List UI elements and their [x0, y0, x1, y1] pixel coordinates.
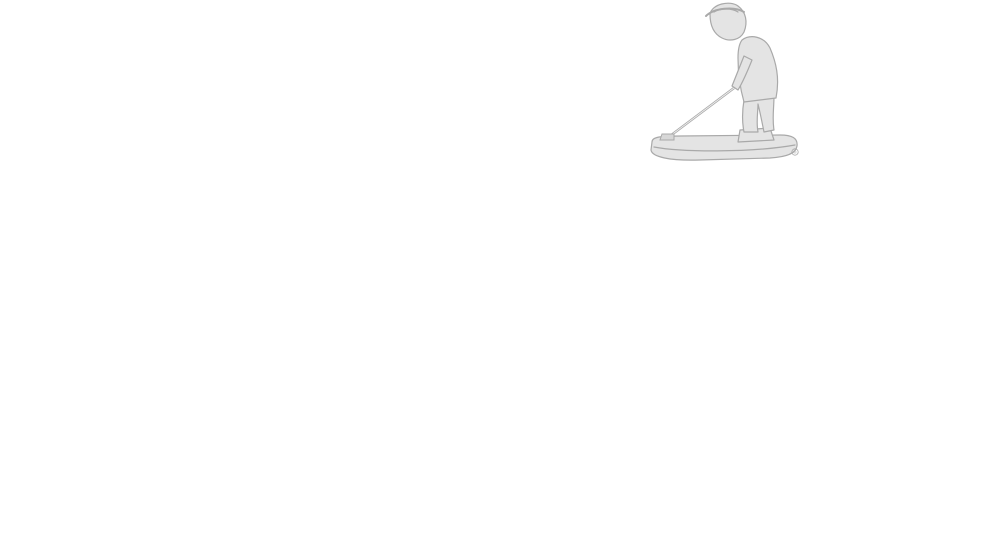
statue-torso [737, 36, 779, 103]
putter-boy-logo-icon: ® [640, 0, 810, 170]
putter-head [659, 133, 675, 141]
statue-head [709, 2, 747, 41]
registered-mark-icon [791, 148, 799, 156]
statue-arm [731, 55, 753, 91]
putter-boy-statue-icon: ® [650, 2, 799, 161]
registered-mark-text: ® [793, 149, 797, 155]
statue-legs [741, 95, 775, 133]
